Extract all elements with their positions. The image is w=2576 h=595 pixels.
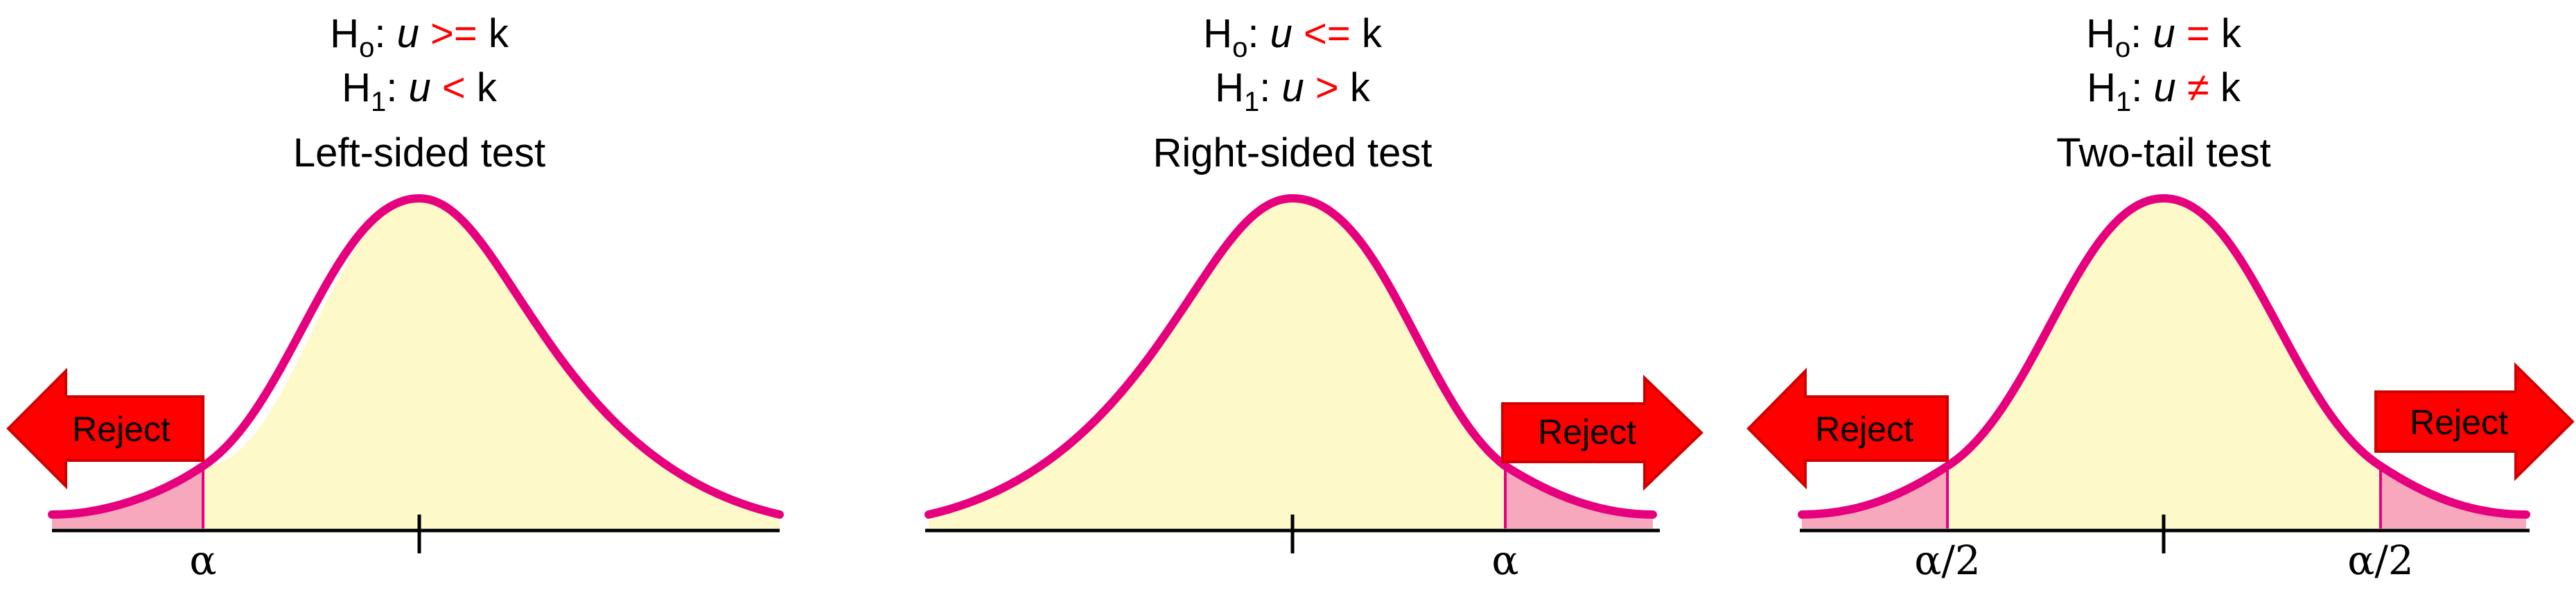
alt-hypothesis: H1: u < k xyxy=(342,65,498,117)
reject-label: Reject xyxy=(1538,413,1636,451)
panel-right-sided: Ho: u <= k H1: u > k Right-sided test α … xyxy=(925,11,1703,584)
bell-curve xyxy=(1798,193,2530,519)
alpha-half-label-right: α/2 xyxy=(2347,537,2414,584)
null-operator: = xyxy=(2187,11,2210,56)
panel-left-sided: Ho: u >= k H1: u < k Left-sided test α R… xyxy=(6,11,784,584)
alt-operator: > xyxy=(1315,65,1339,110)
reject-label: Reject xyxy=(1815,410,1913,449)
null-hypothesis: Ho: u = k xyxy=(2086,11,2242,63)
test-title: Left-sided test xyxy=(293,130,545,175)
reject-label: Reject xyxy=(2410,403,2508,442)
reject-arrow-right: Reject xyxy=(1501,374,1703,491)
alpha-half-label-left: α/2 xyxy=(1914,537,1981,584)
null-operator: >= xyxy=(430,11,477,56)
null-hypothesis: Ho: u <= k xyxy=(1203,11,1383,63)
null-hypothesis: Ho: u >= k xyxy=(330,11,509,63)
alpha-label: α xyxy=(189,537,216,584)
alt-operator: ≠ xyxy=(2187,65,2209,110)
reject-arrow-right: Reject xyxy=(2374,362,2575,481)
bell-curve xyxy=(48,193,784,519)
null-operator: <= xyxy=(1304,11,1351,56)
reject-arrow-left: Reject xyxy=(6,368,204,490)
alt-operator: < xyxy=(442,65,466,110)
reject-arrow-left: Reject xyxy=(1746,368,1949,490)
alt-hypothesis: H1: u ≠ k xyxy=(2087,65,2241,117)
panel-two-tail: Ho: u = k H1: u ≠ k Two-tail test α/2 α/… xyxy=(1746,11,2575,584)
alpha-label: α xyxy=(1491,537,1518,584)
reject-label: Reject xyxy=(72,410,170,449)
test-title: Right-sided test xyxy=(1153,130,1432,175)
acceptance-region xyxy=(1947,198,2381,528)
alt-hypothesis: H1: u > k xyxy=(1215,65,1371,117)
bell-curve xyxy=(925,193,1657,519)
test-title: Two-tail test xyxy=(2056,130,2270,175)
